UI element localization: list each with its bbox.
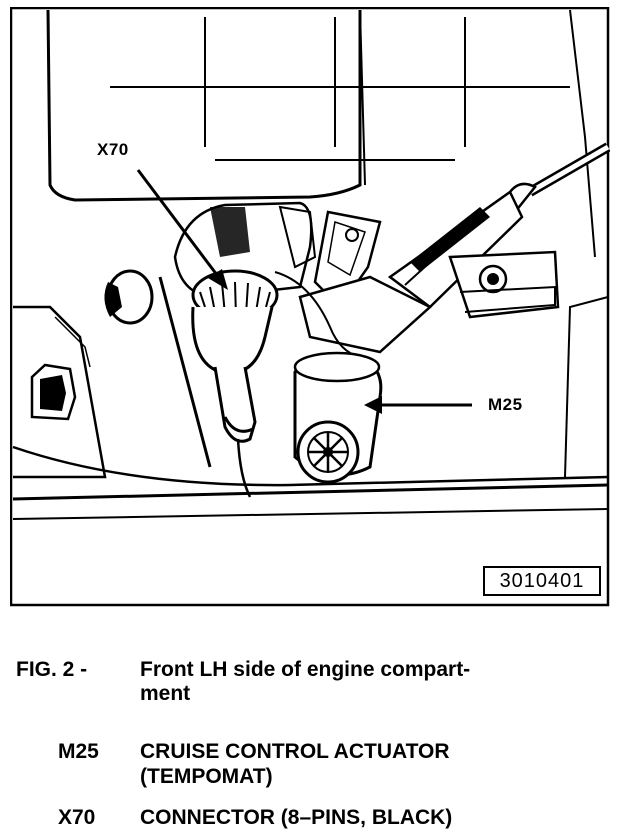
lower-floor-curve — [12, 445, 609, 487]
callout-m25: M25 — [488, 395, 523, 414]
x70-connector-ridges — [199, 281, 271, 318]
engine-compartment-illustration — [10, 7, 610, 607]
legend-desc-m25-line1: CRUISE CONTROL ACTUATOR — [140, 740, 450, 763]
bracket-rib — [278, 205, 317, 269]
caption-text-line2: ment — [140, 682, 191, 705]
x70-leader-line — [136, 169, 222, 280]
callout-x70: X70 — [97, 140, 129, 159]
left-block-shade — [40, 375, 66, 411]
actuator-arm-shade — [410, 207, 490, 272]
x70-connector-boot — [223, 416, 254, 433]
right-side-wall — [564, 296, 609, 478]
caption-text-line1: Front LH side of engine compart- — [140, 658, 471, 681]
m25-leader-arrowhead — [364, 396, 382, 414]
bolt-head-shade — [104, 282, 122, 317]
actuator-arm-line — [404, 234, 461, 286]
figure-number: 3010401 — [483, 566, 601, 596]
bracket-shade — [210, 207, 250, 257]
m25-actuator-top — [293, 351, 381, 383]
nut-inner — [487, 273, 499, 285]
left-panel-inner — [54, 316, 91, 368]
legend-desc-m25-line2: (TEMPOMAT) — [140, 765, 273, 788]
x70-leader-arrowhead — [208, 269, 228, 290]
upper-housing — [46, 9, 362, 202]
lower-frame-line — [12, 483, 609, 501]
triangular-bracket-inner — [327, 221, 366, 277]
legend-desc-x70-line1: CONNECTOR (8–PINS, BLACK) — [140, 806, 453, 829]
lower-frame-line2 — [12, 508, 609, 520]
left-panel — [13, 305, 107, 479]
housing-side-wall — [569, 9, 596, 258]
m25-actuator-hub — [323, 447, 333, 457]
caption-label: FIG. 2 - — [16, 658, 88, 681]
bracket-hole — [345, 228, 359, 242]
linkage-cable — [274, 271, 361, 358]
right-bracket-lower — [459, 285, 556, 313]
legend-code-m25: M25 — [58, 740, 99, 763]
cable-rod-inner — [528, 144, 610, 195]
diagonal-strut — [158, 276, 212, 468]
housing-right-edge — [359, 9, 366, 186]
legend-code-x70: X70 — [58, 806, 96, 829]
